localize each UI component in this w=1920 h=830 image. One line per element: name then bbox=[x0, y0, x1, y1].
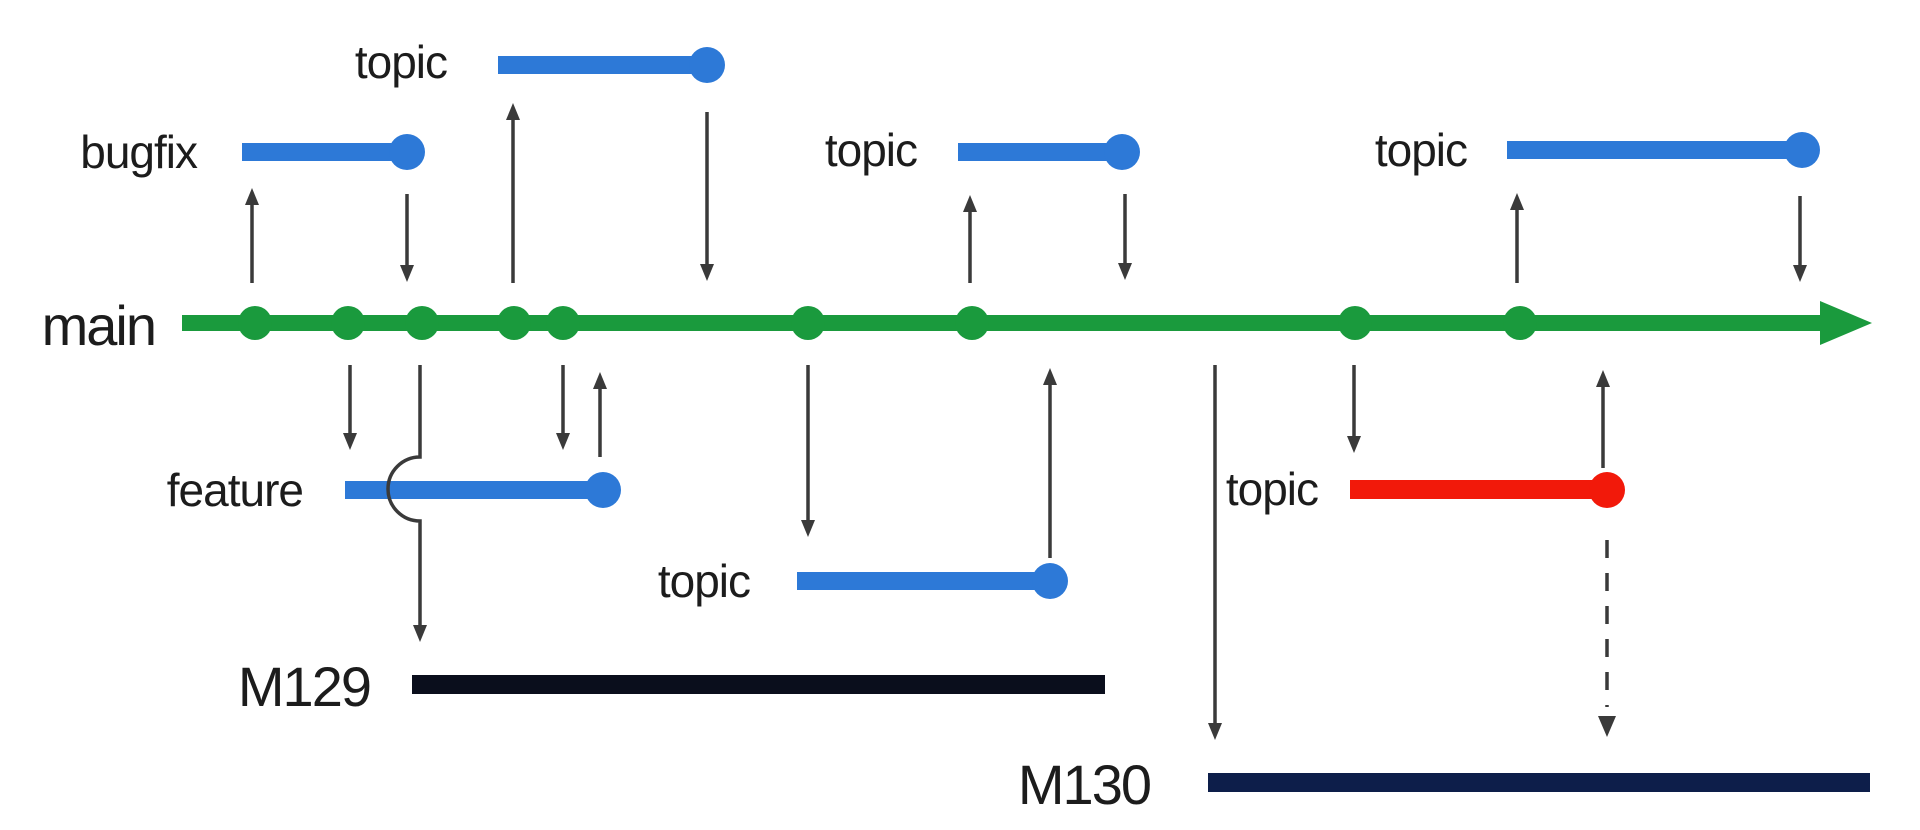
arrow-up-head-icon bbox=[506, 103, 520, 120]
arrow-branch-to-feature bbox=[343, 365, 357, 450]
branch-topic-middle-label: topic bbox=[825, 124, 917, 176]
arrow-down-head-icon bbox=[343, 433, 357, 450]
arrow-branch-to-topic-top bbox=[506, 103, 520, 283]
branch-topic-bottom-head-dot bbox=[1032, 563, 1068, 599]
branch-topic-right-head-dot bbox=[1784, 132, 1820, 168]
branch-bugfix-head-dot bbox=[389, 134, 425, 170]
branch-bugfix-label: bugfix bbox=[80, 126, 198, 178]
main-commit-dots bbox=[238, 306, 1537, 340]
branch-feature-label: feature bbox=[167, 464, 303, 516]
arrow-down-head-icon bbox=[700, 264, 714, 281]
arrow-down-head-icon bbox=[413, 625, 427, 642]
arrow-merge-topic-top-to-main bbox=[700, 112, 714, 281]
arrow-down-head-icon bbox=[801, 520, 815, 537]
arrow-merge-feature-to-main bbox=[593, 372, 607, 457]
branch-topic-bottom-label: topic bbox=[658, 555, 750, 607]
arrow-down-head-icon bbox=[1118, 263, 1132, 280]
branch-bugfix-line bbox=[242, 143, 392, 161]
branch-topic-red-line bbox=[1350, 480, 1594, 499]
arrow-branch-to-topic-right bbox=[1510, 193, 1524, 283]
branch-topic-right-line bbox=[1507, 141, 1787, 159]
branch-topic-red-head-dot bbox=[1589, 472, 1625, 508]
commit-dot-6 bbox=[791, 306, 825, 340]
arrow-up-head-icon bbox=[1043, 368, 1057, 385]
arrow-up-head-icon bbox=[963, 195, 977, 212]
arrow-down-head-icon bbox=[400, 265, 414, 282]
arrow-down-head-icon bbox=[1793, 265, 1807, 282]
branch-topic-top-head-dot bbox=[689, 47, 725, 83]
arrow-branch-to-topic-bottom bbox=[801, 365, 815, 537]
branch-topic-middle: topic bbox=[825, 124, 1140, 176]
branch-topic-top-line bbox=[498, 56, 694, 74]
commit-dot-9 bbox=[1503, 306, 1537, 340]
arrow-merge-topic-right-to-main bbox=[1793, 196, 1807, 282]
branch-topic-top-label: topic bbox=[355, 36, 447, 88]
commit-dot-4 bbox=[497, 306, 531, 340]
milestone-m129: M129 bbox=[238, 655, 1105, 718]
arrow-merge-bugfix-to-main bbox=[400, 194, 414, 282]
milestone-m129-label: M129 bbox=[238, 655, 370, 718]
commit-dot-2 bbox=[331, 306, 365, 340]
milestone-m130-bar bbox=[1208, 773, 1870, 792]
commit-dot-7 bbox=[955, 306, 989, 340]
branch-feature-head-dot bbox=[585, 472, 621, 508]
milestone-m129-bar bbox=[412, 675, 1105, 694]
arrow-up-head-icon bbox=[1596, 370, 1610, 387]
arrow-main-to-m129-with-hop bbox=[386, 365, 427, 642]
arrow-update-feature-from-main bbox=[556, 365, 570, 450]
arrow-main-to-m130 bbox=[1208, 365, 1222, 740]
milestone-m130: M130 bbox=[1018, 753, 1870, 816]
arrow-branch-to-topic-middle bbox=[963, 195, 977, 283]
branch-topic-bottom: topic bbox=[658, 555, 1068, 607]
branch-feature-line bbox=[345, 481, 589, 499]
arrow-branch-to-topic-red bbox=[1347, 365, 1361, 453]
commit-dot-8 bbox=[1338, 306, 1372, 340]
main-branch-arrowhead-icon bbox=[1820, 301, 1872, 345]
arrow-merge-topic-middle-to-main bbox=[1118, 194, 1132, 280]
arrow-merge-topic-bottom-to-main bbox=[1043, 368, 1057, 558]
arrow-branch-to-bugfix bbox=[245, 188, 259, 283]
branch-topic-red-label: topic bbox=[1226, 463, 1318, 515]
branch-topic-top: topic bbox=[355, 36, 725, 88]
branch-bugfix: bugfix bbox=[80, 126, 425, 178]
main-branch: main bbox=[42, 294, 1872, 357]
arrow-up-head-icon bbox=[1510, 193, 1524, 210]
arrow-dashed-topic-red-to-m130 bbox=[1598, 540, 1616, 737]
branch-topic-right-label: topic bbox=[1375, 124, 1467, 176]
branch-topic-middle-head-dot bbox=[1104, 134, 1140, 170]
commit-dot-5 bbox=[546, 306, 580, 340]
branch-feature: feature bbox=[167, 464, 621, 516]
main-branch-label: main bbox=[42, 294, 155, 357]
arrow-line-with-hop-arc bbox=[386, 365, 422, 626]
arrow-down-head-icon bbox=[1598, 716, 1616, 737]
arrow-up-head-icon bbox=[593, 372, 607, 389]
branch-topic-red: topic bbox=[1226, 463, 1625, 515]
commit-dot-3 bbox=[405, 306, 439, 340]
branch-topic-middle-line bbox=[958, 143, 1108, 161]
main-branch-line bbox=[182, 315, 1826, 331]
arrow-down-head-icon bbox=[556, 433, 570, 450]
branch-topic-bottom-line bbox=[797, 572, 1037, 590]
arrow-down-head-icon bbox=[1208, 723, 1222, 740]
arrow-merge-topic-red-to-main bbox=[1596, 370, 1610, 468]
arrow-up-head-icon bbox=[245, 188, 259, 205]
branch-topic-right: topic bbox=[1375, 124, 1820, 176]
milestone-m130-label: M130 bbox=[1018, 753, 1150, 816]
arrow-down-head-icon bbox=[1347, 436, 1361, 453]
commit-dot-1 bbox=[238, 306, 272, 340]
